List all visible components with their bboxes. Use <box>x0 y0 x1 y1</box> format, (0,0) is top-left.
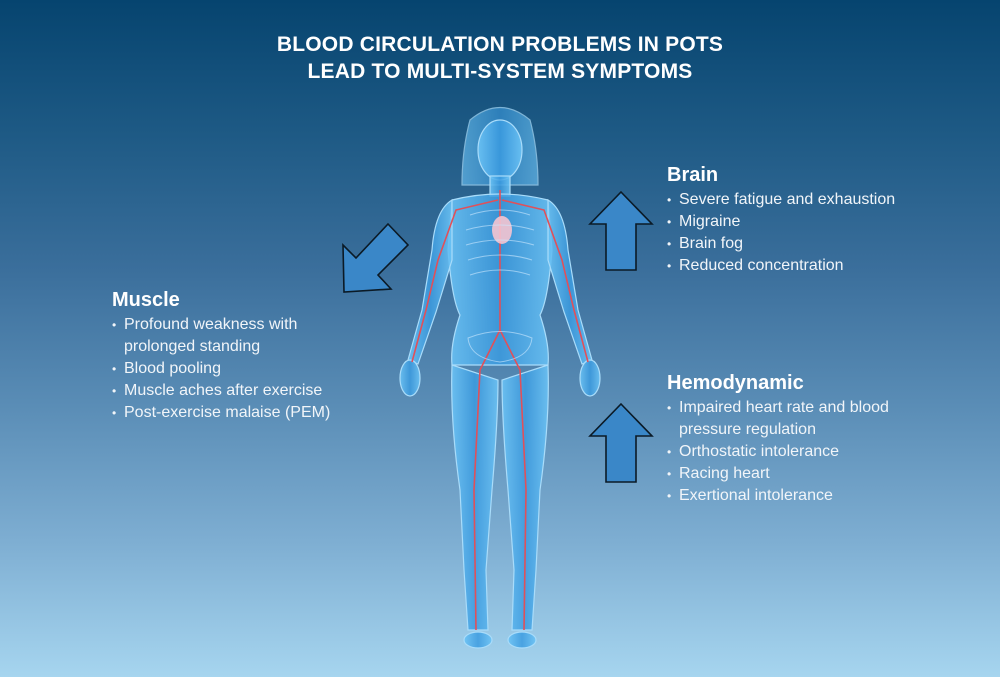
list-item: Post-exercise malaise (PEM) <box>112 402 337 424</box>
list-item: Severe fatigue and exhaustion <box>667 189 895 211</box>
blood-vessels <box>411 190 589 631</box>
list-item: Orthostatic intolerance <box>667 441 892 463</box>
muscle-arrow-down-left-icon <box>342 222 410 293</box>
human-body-illustration <box>399 107 601 649</box>
muscle-heading: Muscle <box>112 289 180 311</box>
list-item: Impaired heart rate and blood pressure r… <box>667 397 892 441</box>
ribcage <box>465 209 535 363</box>
list-item: Racing heart <box>667 463 892 485</box>
title-line-1: BLOOD CIRCULATION PROBLEMS IN POTS <box>276 33 724 56</box>
hemodynamic-symptom-list: Impaired heart rate and blood pressure r… <box>667 397 892 507</box>
page-title: BLOOD CIRCULATION PROBLEMS IN POTS LEAD … <box>0 31 1000 85</box>
list-item: Muscle aches after exercise <box>112 380 337 402</box>
list-item: Exertional intolerance <box>667 485 892 507</box>
body-silhouette <box>399 107 601 649</box>
list-item: Migraine <box>667 211 895 233</box>
list-item: Brain fog <box>667 233 895 255</box>
heart-organ <box>492 216 512 244</box>
list-item: Blood pooling <box>112 358 337 380</box>
title-line-2: LEAD TO MULTI-SYSTEM SYMPTOMS <box>307 60 693 83</box>
list-item: Profound weakness with prolonged standin… <box>112 314 337 358</box>
hemodynamic-arrow-up-icon <box>588 402 654 483</box>
hemodynamic-heading: Hemodynamic <box>667 372 804 394</box>
brain-heading: Brain <box>667 164 719 186</box>
muscle-section: Muscle Profound weakness with prolonged … <box>112 288 337 424</box>
brain-symptom-list: Severe fatigue and exhaustion Migraine B… <box>667 189 895 277</box>
brain-arrow-up-icon <box>588 190 654 271</box>
muscle-symptom-list: Profound weakness with prolonged standin… <box>112 314 337 424</box>
brain-section: Brain Severe fatigue and exhaustion Migr… <box>667 163 895 277</box>
list-item: Reduced concentration <box>667 255 895 277</box>
hemodynamic-section: Hemodynamic Impaired heart rate and bloo… <box>667 371 892 507</box>
